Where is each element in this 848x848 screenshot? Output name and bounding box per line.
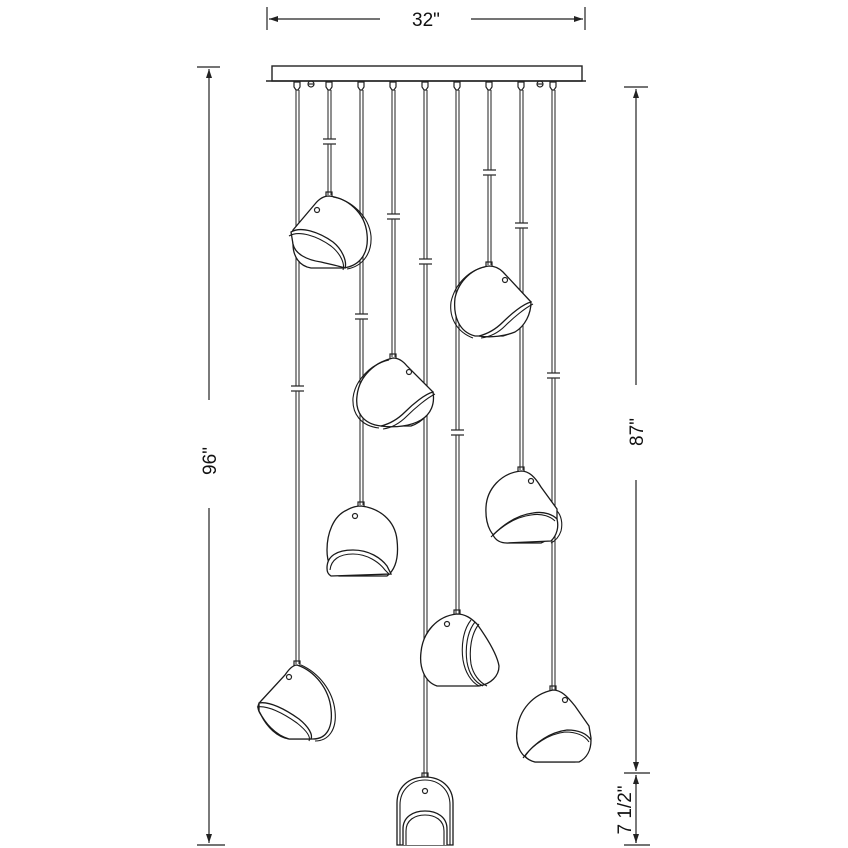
pendant-shade-5 xyxy=(396,772,454,846)
pendant-shade-8 xyxy=(485,466,563,544)
cord-1 xyxy=(291,90,304,664)
canopy-screw-icons xyxy=(307,80,544,88)
overall-height-label: 96" xyxy=(200,447,221,475)
cord-6 xyxy=(451,90,464,614)
cords xyxy=(291,90,560,777)
pendant-shade-1 xyxy=(256,660,336,742)
cord-5 xyxy=(419,90,432,777)
shade-height-dimension: 7 1/2" xyxy=(615,775,650,846)
cord-4 xyxy=(387,90,400,357)
cord-9 xyxy=(547,90,560,690)
canopy-cord-ports xyxy=(293,81,557,91)
cord-length-label: 87" xyxy=(627,418,648,446)
cord-3 xyxy=(355,90,368,505)
pendant-shade-6 xyxy=(419,609,500,687)
cord-length-dimension: 87" xyxy=(624,86,650,774)
cord-8 xyxy=(515,90,528,470)
pendant-shade-3 xyxy=(326,501,399,577)
cord-2 xyxy=(323,90,336,195)
pendant-shade-9 xyxy=(515,685,592,763)
overall-height-dimension: 96" xyxy=(197,66,225,846)
width-label: 32" xyxy=(412,10,440,31)
pendant-shade-7 xyxy=(450,261,534,339)
shade-height-label: 7 1/2" xyxy=(615,785,636,834)
canopy xyxy=(266,65,586,91)
width-dimension: 32" xyxy=(266,7,586,31)
pendant-shade-4 xyxy=(352,353,436,430)
cord-7 xyxy=(483,90,496,265)
pendant-shade-2 xyxy=(288,191,372,271)
